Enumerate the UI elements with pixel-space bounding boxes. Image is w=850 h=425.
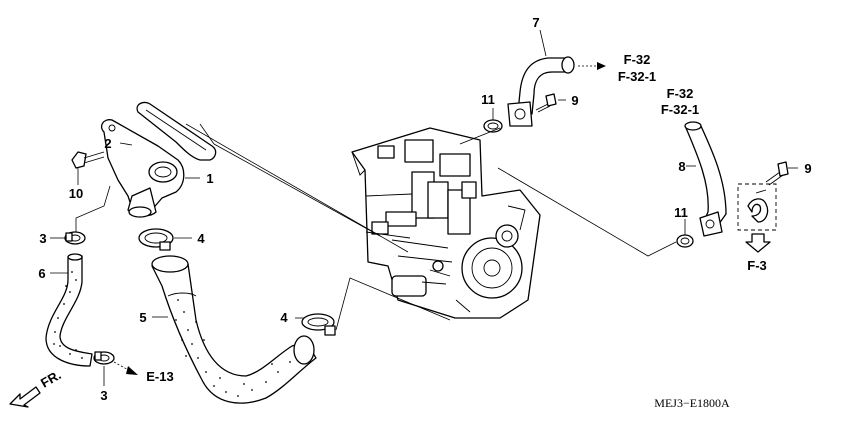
o-ring-part-11-right <box>676 234 694 248</box>
front-direction-arrow <box>9 386 41 408</box>
bolt-part-9-right <box>765 161 789 186</box>
arrow-to-e13 <box>113 361 138 375</box>
label-part-6: 6 <box>38 266 45 281</box>
clamp-part-4-upper <box>138 228 174 251</box>
clamp-part-4-lower <box>301 313 336 336</box>
label-part-5: 5 <box>139 310 146 325</box>
clamp-part-3-upper <box>64 231 86 245</box>
leader-lines <box>50 29 798 386</box>
o-ring-part-2 <box>136 101 217 161</box>
ref-f32-right: F-32 <box>667 86 694 101</box>
label-part-11-right: 11 <box>674 205 688 220</box>
engine-illustration <box>351 127 541 319</box>
ref-f3: F-3 <box>747 258 767 273</box>
arrow-to-f3 <box>745 233 771 253</box>
hose-part-6 <box>45 253 93 367</box>
label-part-1: 1 <box>206 171 213 186</box>
clamp-part-3-lower <box>93 351 115 365</box>
ref-e13: E-13 <box>146 369 173 384</box>
ref-f32-upper: F-32 <box>624 52 651 67</box>
ref-f32-1-upper: F-32-1 <box>618 69 656 84</box>
water-pipe-part-7 <box>507 56 575 127</box>
label-part-7: 7 <box>532 15 539 30</box>
label-part-3-upper: 3 <box>39 231 46 246</box>
front-direction-label: FR. <box>38 367 64 390</box>
label-part-10: 10 <box>69 186 83 201</box>
ref-f32-1-right: F-32-1 <box>661 102 699 117</box>
o-ring-part-11-upper <box>483 119 503 133</box>
f3-detail-box <box>737 183 777 231</box>
label-part-3-lower: 3 <box>100 388 107 403</box>
water-pipe-part-8 <box>684 121 727 237</box>
label-part-9-upper: 9 <box>571 93 578 108</box>
hose-part-5 <box>151 255 317 404</box>
label-part-2: 2 <box>104 136 111 151</box>
diagram-code: MEJ3−E1800A <box>654 396 730 410</box>
label-part-8: 8 <box>678 159 685 174</box>
arrow-to-f32-upper <box>578 62 606 70</box>
bolt-part-10 <box>71 151 105 169</box>
label-part-4-lower: 4 <box>280 310 288 325</box>
label-part-4-upper: 4 <box>197 231 205 246</box>
label-part-11-upper: 11 <box>481 92 495 107</box>
bolt-part-9-upper <box>535 93 557 113</box>
label-part-9-right: 9 <box>804 161 811 176</box>
